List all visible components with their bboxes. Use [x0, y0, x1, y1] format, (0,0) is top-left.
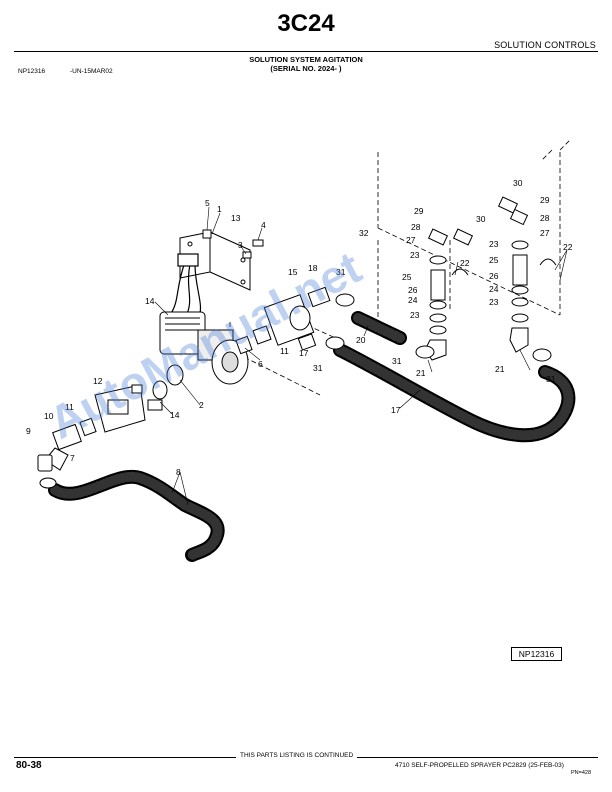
callout-5: 5	[205, 198, 210, 208]
callout-28b: 28	[540, 213, 550, 223]
fittings-left	[37, 364, 184, 489]
callout-2: 2	[199, 400, 204, 410]
callout-15: 14	[145, 296, 155, 306]
callout-22a: 22	[460, 258, 470, 268]
callout-30a: 30	[476, 214, 486, 224]
callout-32: 32	[359, 228, 369, 238]
callout-24b: 24	[489, 284, 499, 294]
callout-3: 3	[238, 240, 243, 250]
section-title: SOLUTION CONTROLS	[494, 40, 596, 50]
callout-21b: 21	[495, 364, 505, 374]
callout-19: 18	[308, 263, 318, 273]
callout-leaders	[154, 206, 568, 506]
callout-31d: 31	[546, 374, 556, 384]
callout-11b: 11	[280, 346, 289, 356]
continued-notice: THIS PARTS LISTING IS CONTINUED	[236, 752, 358, 759]
parts-diagram: 5 1 13 4 3 14 2 6 15 18 31 11 17 31 20 3…	[26, 139, 576, 562]
callout-29a: 29	[414, 206, 424, 216]
callout-7: 7	[70, 453, 75, 463]
hose-8	[48, 469, 225, 562]
callout-18: 17	[391, 405, 401, 415]
callout-8: 8	[176, 467, 181, 477]
callout-9: 9	[26, 426, 31, 436]
callout-1: 1	[217, 204, 222, 214]
callout-20: 20	[356, 335, 366, 345]
callout-13: 13	[231, 213, 241, 223]
callout-25b: 25	[489, 255, 499, 265]
reference-code: NP12316	[18, 68, 46, 75]
callout-23c: 23	[489, 239, 499, 249]
footer-text: 4710 SELF-PROPELLED SPRAYER PC2829 (25-F…	[395, 762, 564, 769]
subtitle-line-1: SOLUTION SYSTEM AGITATION	[249, 55, 363, 64]
callout-26a: 26	[408, 285, 418, 295]
reference-date: -UN-15MAR02	[70, 68, 113, 75]
callout-14: 14	[170, 410, 180, 420]
hose-18	[333, 343, 576, 443]
callout-numbers: 5 1 13 4 3 14 2 6 15 18 31 11 17 31 20 3…	[26, 178, 573, 477]
fittings-right	[415, 196, 557, 362]
callout-31c: 31	[392, 356, 402, 366]
hose-20	[351, 311, 407, 345]
callout-31b: 31	[313, 363, 323, 373]
callout-24a: 24	[408, 295, 418, 305]
callout-30b: 30	[513, 178, 523, 188]
callout-21a: 21	[416, 368, 426, 378]
callout-12: 12	[93, 376, 103, 386]
callout-23a: 23	[410, 250, 420, 260]
fittings-center	[235, 286, 355, 355]
callout-23b: 23	[410, 310, 420, 320]
callout-28a: 28	[411, 222, 421, 232]
callout-27a: 27	[406, 235, 416, 245]
callout-25a: 25	[402, 272, 412, 282]
header-rule	[14, 51, 598, 52]
footer-pn: PN=428	[571, 770, 592, 776]
actuator-15	[159, 311, 249, 385]
page-number: 80-38	[16, 760, 42, 771]
callout-6: 6	[258, 359, 263, 369]
valve-12	[94, 384, 146, 433]
figure-code-box: NP12316	[511, 647, 562, 661]
callout-4: 4	[261, 220, 266, 230]
callout-26b: 26	[489, 271, 499, 281]
callout-11a: 11	[65, 402, 74, 412]
callout-29b: 29	[540, 195, 550, 205]
callout-22b: 22	[563, 242, 573, 252]
callout-27b: 27	[540, 228, 550, 238]
subtitle: SOLUTION SYSTEM AGITATION (SERIAL NO. 20…	[0, 55, 612, 73]
callout-10: 10	[44, 411, 54, 421]
callout-17: 17	[299, 348, 309, 358]
callout-23d: 23	[489, 297, 499, 307]
wire-harness	[169, 253, 202, 321]
callout-16: 15	[288, 267, 298, 277]
subtitle-line-2: (SERIAL NO. 2024- )	[270, 64, 342, 73]
callout-31a: 31	[336, 267, 346, 277]
page-title: 3C24	[277, 10, 335, 37]
